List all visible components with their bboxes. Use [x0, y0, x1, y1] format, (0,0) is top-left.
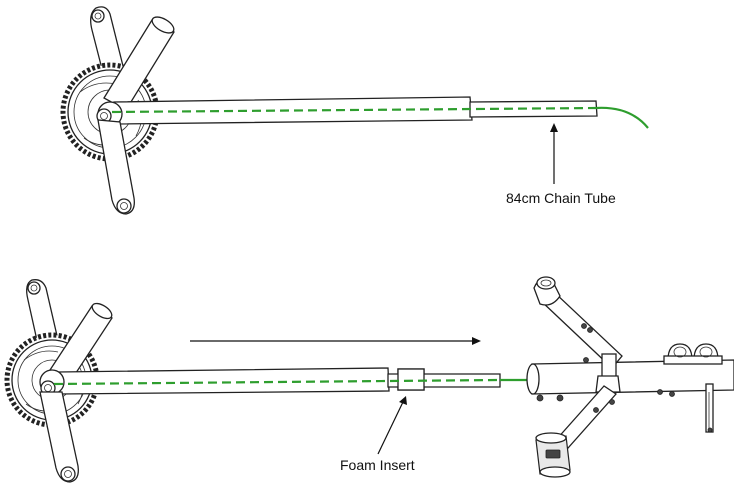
recumbent-frame: [526, 276, 734, 478]
foam-insert-pointer-arrow: [377, 396, 407, 455]
chain-tube-label: 84cm Chain Tube: [506, 190, 616, 206]
chain-tube-pointer-arrow: [550, 123, 558, 184]
insertion-direction-arrow: [190, 337, 481, 345]
rear-bracket: [705, 383, 714, 433]
foam-insert-label: Foam Insert: [340, 457, 415, 473]
seat-mount-clamps: [663, 343, 723, 365]
bottom-bottom-bracket: [39, 369, 65, 396]
frame-bottom-bracket-shell: [535, 432, 571, 478]
top-lower-crank-arm: [97, 119, 135, 215]
top-chain-line: [111, 106, 649, 129]
bottom-assembly: [4, 276, 734, 483]
bottom-lower-crank-arm: [39, 391, 79, 483]
top-seat-tube: [103, 16, 175, 111]
top-assembly: [60, 6, 649, 215]
